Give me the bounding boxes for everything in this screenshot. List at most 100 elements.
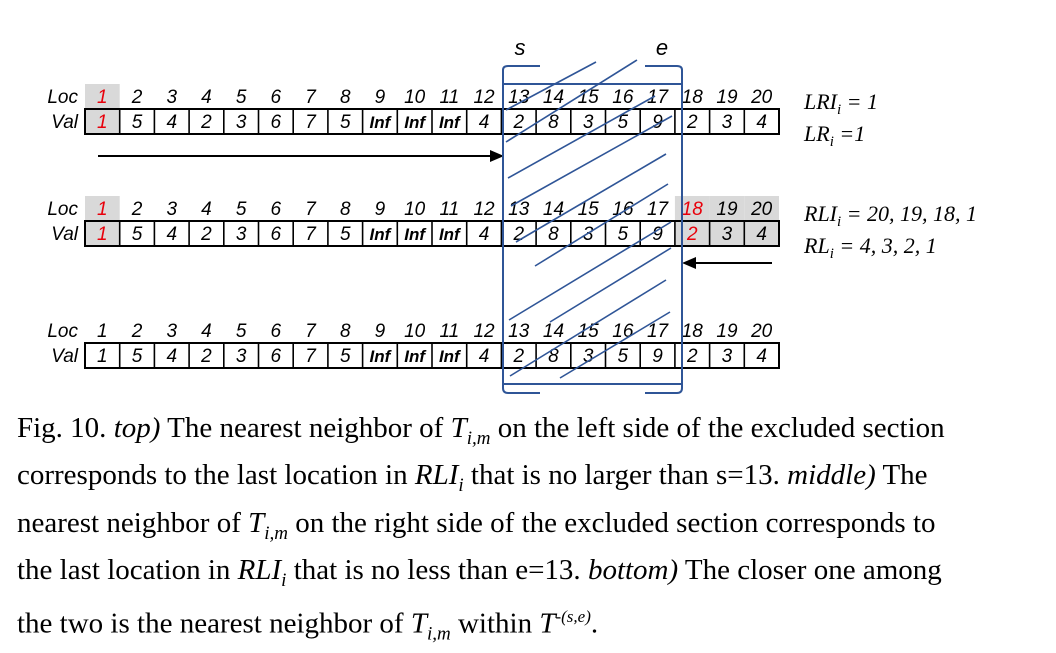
loc-cell: 18 [682,87,704,108]
val-cell: 7 [305,224,317,245]
loc-cell: 3 [166,321,177,342]
val-cell: 2 [200,224,212,245]
loc-cell: 12 [473,199,495,220]
val-cell: 2 [512,346,524,367]
loc-cell: 18 [682,321,704,342]
loc-cell: 19 [716,321,738,342]
val-cell: 5 [618,112,629,133]
val-cell: 4 [479,346,490,367]
val-cell: 5 [132,112,143,133]
loc-cell: 20 [750,321,773,342]
val-row-label: Val [51,346,79,367]
loc-cell: 10 [404,199,426,220]
loc-cell: 4 [201,87,212,108]
loc-cell: 3 [166,87,177,108]
loc-cell: 9 [375,321,386,342]
loc-cell: 4 [201,321,212,342]
loc-cell: 14 [543,199,564,220]
val-cell: 2 [686,346,698,367]
loc-cell: 9 [375,87,386,108]
val-cell: 2 [512,224,524,245]
loc-cell: 6 [271,199,282,220]
loc-cell: 20 [750,199,773,220]
loc-cell: 3 [166,199,177,220]
val-cell: 3 [722,346,733,367]
loc-cell: 20 [750,87,773,108]
val-cell: 2 [200,112,212,133]
val-cell: Inf [439,347,462,366]
loc-cell: 1 [97,87,108,108]
val-cell: 3 [583,112,594,133]
val-cell: 9 [652,346,663,367]
val-cell: 8 [548,224,559,245]
val-cell: 7 [305,112,317,133]
val-cell: 3 [236,112,247,133]
loc-cell: 7 [305,199,317,220]
section-start-label: s [515,35,526,60]
loc-cell: 14 [543,321,564,342]
val-cell: 3 [583,346,594,367]
val-cell: 5 [132,346,143,367]
loc-cell: 6 [271,321,282,342]
val-cell: Inf [370,347,393,366]
val-cell: 1 [97,112,108,133]
loc-row-label: Loc [47,321,78,342]
loc-cell: 15 [578,87,600,108]
loc-cell: 11 [439,321,459,342]
val-cell: Inf [370,113,393,132]
val-cell: 1 [97,224,108,245]
loc-cell: 7 [305,321,317,342]
val-cell: 6 [271,224,282,245]
section-end-label: e [656,35,668,60]
excluded-section-bracket-top [502,65,683,84]
loc-cell: 10 [404,321,426,342]
svg-text:LRi =1: LRi =1 [803,121,865,150]
val-cell: 8 [548,112,559,133]
val-row-label: Val [51,112,79,133]
loc-row-label: Loc [47,87,78,108]
loc-cell: 15 [578,321,600,342]
svg-text:RLi = 4, 3, 2, 1: RLi = 4, 3, 2, 1 [803,233,937,262]
loc-cell: 12 [473,87,495,108]
val-cell: 2 [200,346,212,367]
row2-annotation: RLIi = 20, 19, 18, 1 RLi = 4, 3, 2, 1 [803,201,977,262]
val-cell: 5 [132,224,143,245]
loc-cell: 2 [131,321,143,342]
val-cell: 2 [512,112,524,133]
val-cell: 6 [271,112,282,133]
loc-cell: 16 [612,87,634,108]
loc-cell: 16 [612,321,634,342]
val-cell: Inf [439,113,462,132]
val-cell: 3 [236,346,247,367]
figure-caption: Fig. 10. top) The nearest neighbor of Ti… [17,410,1047,653]
loc-cell: 2 [131,199,143,220]
val-cell: 5 [340,112,351,133]
svg-text:LRIi = 1: LRIi = 1 [803,89,878,118]
loc-cell: 17 [647,199,670,220]
row1-annotation: LRIi = 1 LRi =1 [803,89,878,150]
caption-line-2: corresponds to the last location in RLIi… [17,459,928,497]
arrowhead [682,257,696,269]
val-cell: 6 [271,346,282,367]
val-cell: 4 [166,224,177,245]
val-cell: 3 [722,112,733,133]
loc-cell: 14 [543,87,564,108]
val-cell: 9 [652,224,663,245]
loc-cell: 11 [439,87,459,108]
val-row-label: Val [51,224,79,245]
loc-cell: 15 [578,199,600,220]
loc-cell: 13 [508,87,530,108]
excluded-section-bracket-bottom [502,384,683,394]
loc-cell: 5 [236,87,247,108]
val-cell: 3 [722,224,733,245]
val-cell: Inf [439,225,462,244]
val-cell: 8 [548,346,559,367]
loc-cell: 11 [439,199,459,220]
loc-cell: 8 [340,199,351,220]
val-cell: Inf [404,113,427,132]
val-cell: 5 [340,224,351,245]
caption-line-1: Fig. 10. top) The nearest neighbor of Ti… [17,412,945,449]
loc-cell: 5 [236,321,247,342]
